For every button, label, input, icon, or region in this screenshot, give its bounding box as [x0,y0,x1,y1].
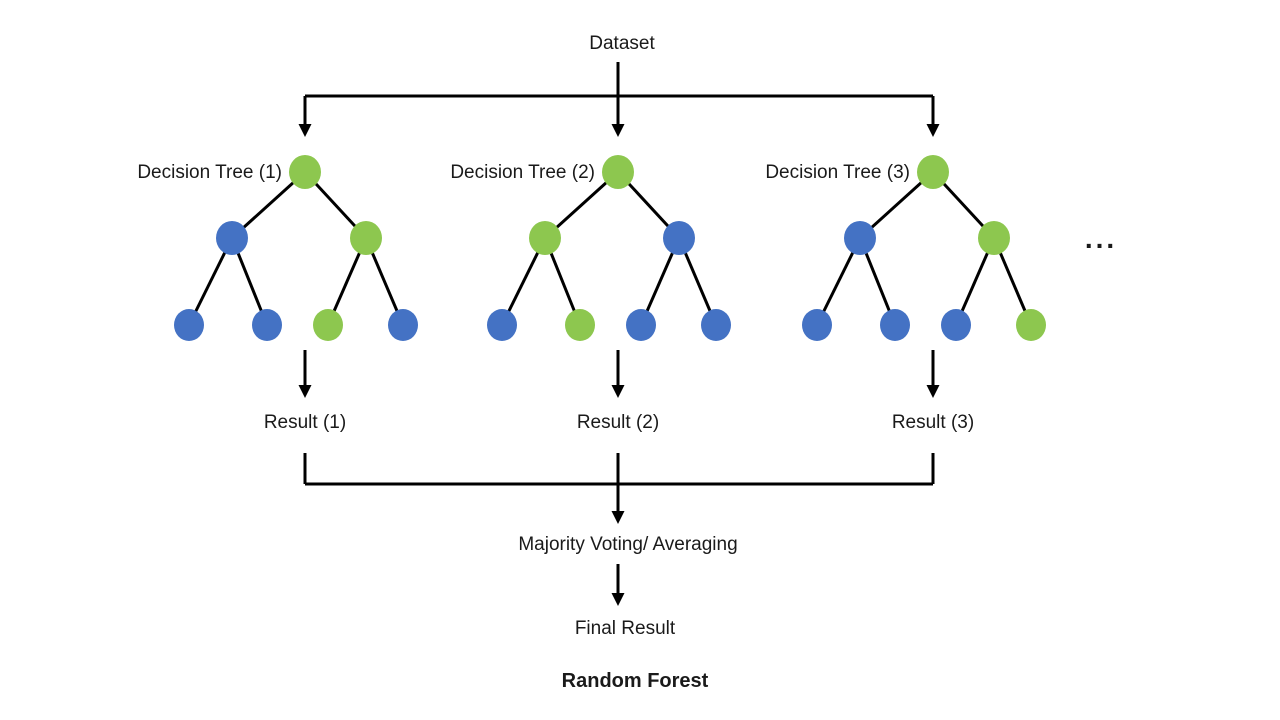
dataset-to-tree2-arrow-head-icon [611,124,625,137]
tree-node [174,309,204,341]
tree-to-result-arrow-head-icon [611,385,625,398]
tree-node [529,221,561,255]
tree-node [663,221,695,255]
tree-node [565,309,595,341]
decision-tree-1 [174,155,418,398]
tree-node [602,155,634,189]
results-to-majority-arrow-head-icon [611,511,625,524]
tree-node [917,155,949,189]
majority-voting-label: Majority Voting/ Averaging [518,534,738,555]
tree-to-result-arrow-head-icon [926,385,940,398]
tree-node [626,309,656,341]
tree-node [701,309,731,341]
decision-tree-3-label: Decision Tree (3) [765,162,910,183]
result-2-label: Result (2) [576,412,660,433]
tree-node [216,221,248,255]
tree-node [880,309,910,341]
tree-node [388,309,418,341]
tree-node [487,309,517,341]
tree-node [1016,309,1046,341]
decision-tree-3 [802,155,1046,398]
tree-to-result-arrow-head-icon [298,385,312,398]
decision-tree-2 [487,155,731,398]
tree-node [941,309,971,341]
dataset-label: Dataset [589,33,655,54]
tree-node [350,221,382,255]
tree-node [289,155,321,189]
tree-node [313,309,343,341]
tree-node [802,309,832,341]
dataset-to-tree3-arrow-head-icon [926,124,940,137]
tree-node [844,221,876,255]
decision-tree-1-label: Decision Tree (1) [137,162,282,183]
dataset-to-tree1-arrow-head-icon [298,124,312,137]
tree-node [252,309,282,341]
result-3-label: Result (3) [891,412,975,433]
tree-node [978,221,1010,255]
diagram-title: Random Forest [561,670,709,692]
result-1-label: Result (1) [263,412,347,433]
final-result-label: Final Result [574,618,676,639]
majority-to-final-arrow-head-icon [611,593,625,606]
more-trees-ellipsis: ... [1084,223,1118,254]
decision-tree-2-label: Decision Tree (2) [450,162,595,183]
